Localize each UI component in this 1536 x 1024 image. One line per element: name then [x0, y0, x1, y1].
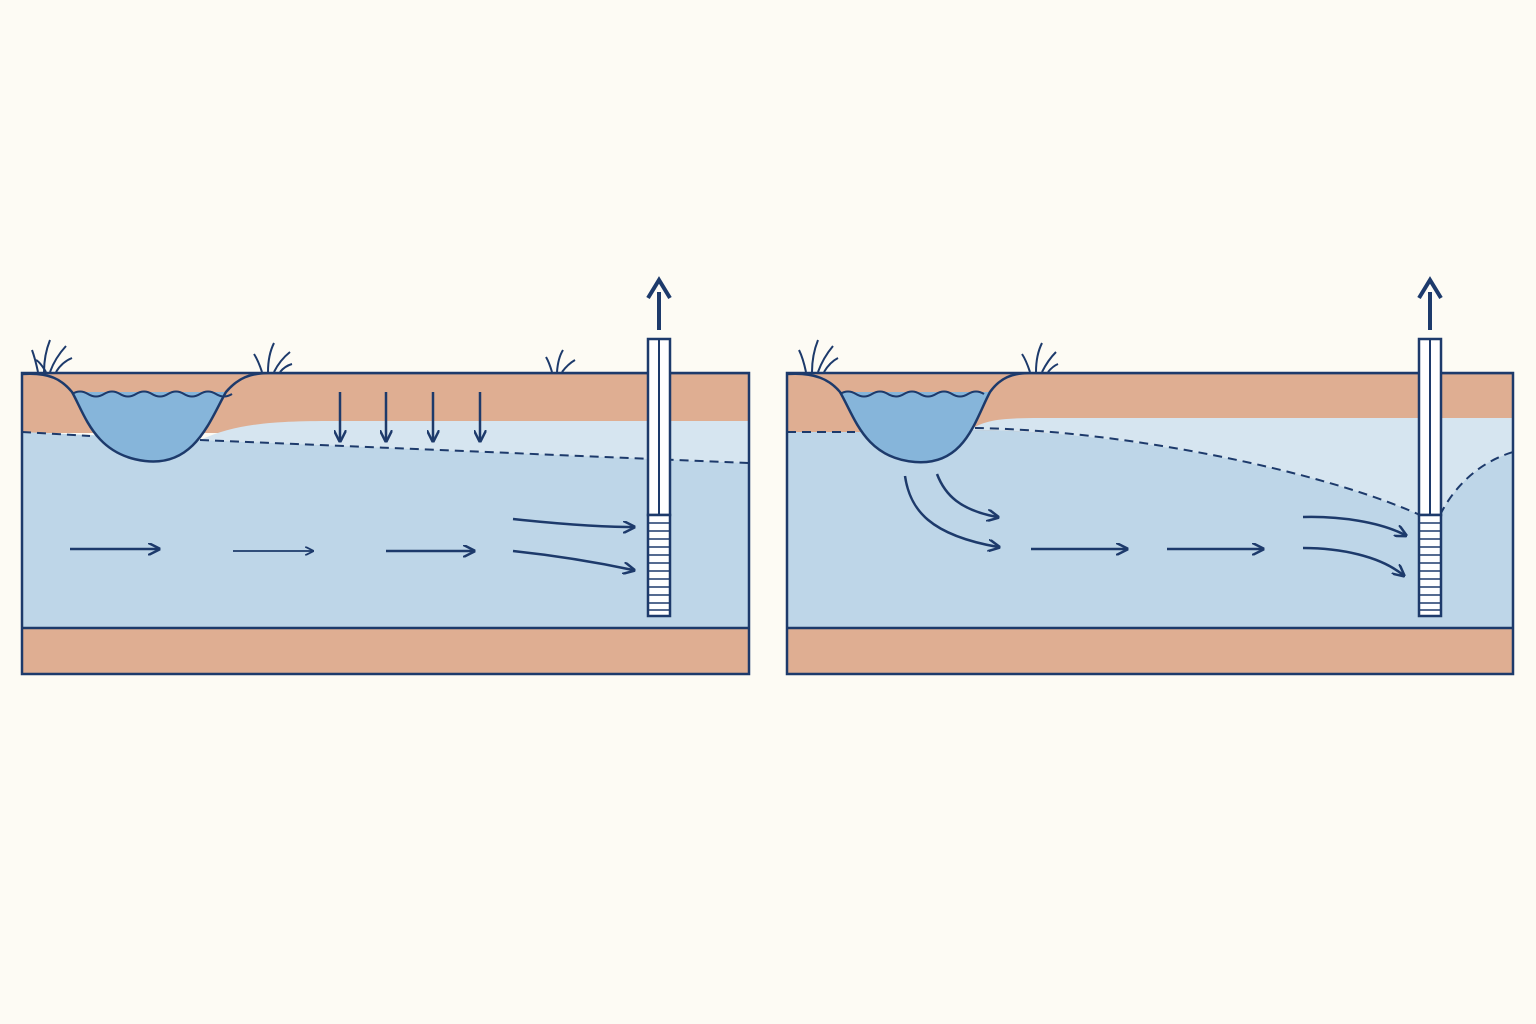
grass-tuft-icon	[1021, 342, 1059, 373]
well	[1417, 276, 1443, 618]
water-table-line	[787, 427, 1513, 516]
stream-surface-wave	[839, 390, 985, 398]
stream-surface-wave	[71, 390, 233, 398]
aquifer-layer	[22, 432, 749, 628]
right-panel-frame	[785, 371, 1515, 676]
grass-tuft-icon	[253, 342, 293, 373]
well-screen	[646, 513, 672, 618]
grass-tuft-icon	[31, 339, 73, 373]
recharge-arrows	[340, 392, 480, 440]
left-panel-frame	[20, 371, 751, 676]
stream-water	[72, 392, 226, 462]
stream-water	[840, 392, 990, 463]
bedrock-layer	[787, 628, 1513, 674]
bedrock-layer	[22, 628, 749, 674]
well	[646, 276, 672, 618]
right-panel	[785, 276, 1515, 676]
unsaturated-zone	[970, 418, 1513, 515]
well-pump-up-arrow-icon	[1417, 276, 1443, 330]
aquifer-layer	[787, 430, 1513, 628]
well-screen	[1417, 513, 1443, 618]
stream-bank-outline	[22, 373, 749, 463]
well-pump-up-arrow-icon	[646, 276, 672, 330]
groundwater-flow-arrows	[70, 517, 633, 570]
grass-tuft-icon	[545, 349, 576, 373]
seepage-arrows	[903, 473, 998, 547]
stream-bank-outline	[787, 373, 1513, 464]
left-panel	[20, 276, 751, 676]
groundwater-flow-arrows	[1031, 515, 1405, 575]
grass-tuft-icon	[798, 339, 839, 373]
